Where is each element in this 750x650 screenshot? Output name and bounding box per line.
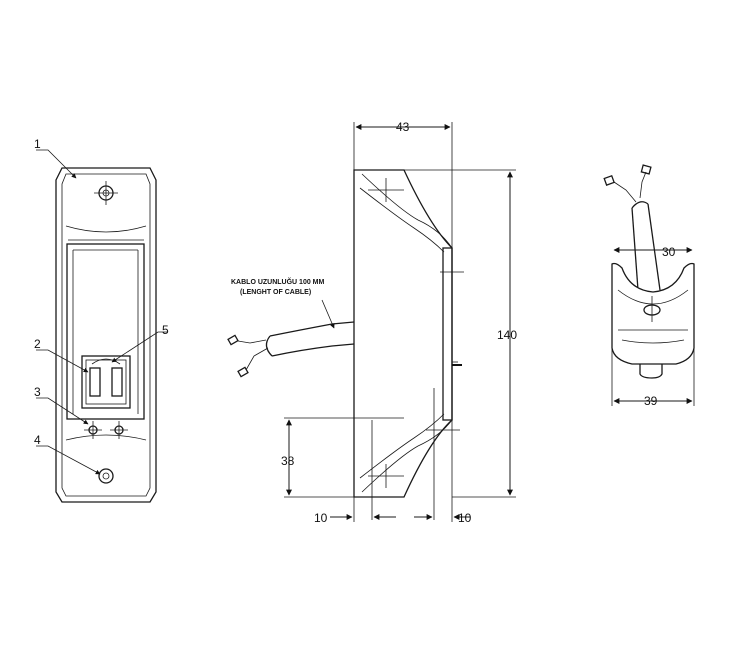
top-body	[611, 262, 695, 365]
side-bottom-curve-inner	[359, 413, 445, 479]
side-cable	[227, 321, 355, 378]
side-body-outline	[353, 169, 453, 498]
callout-leaders	[36, 149, 168, 475]
front-bottom-bevel	[65, 434, 147, 441]
cable-note-leader	[321, 299, 335, 329]
callout-5: 5	[162, 323, 169, 337]
dim-30-label: 30	[662, 245, 676, 259]
front-body-outline	[55, 167, 157, 503]
callout-3: 3	[34, 385, 41, 399]
top-screw-icon	[94, 181, 118, 205]
callout-4: 4	[34, 433, 41, 447]
side-top-curve	[361, 173, 453, 249]
front-top-bevel	[65, 225, 147, 233]
dim-140-label: 140	[497, 328, 517, 342]
cable-note-line-2: (LENGHT OF CABLE)	[240, 289, 311, 296]
front-view: 1 2 3 4 5	[34, 137, 169, 503]
callout-2: 2	[34, 337, 41, 351]
dim-38-label: 38	[281, 454, 295, 468]
front-window	[66, 243, 145, 420]
bottom-screw-icon	[98, 468, 114, 484]
side-bottom-curve	[361, 419, 453, 493]
side-back-plate	[442, 247, 453, 421]
top-clip-tab	[639, 364, 663, 379]
dim-10a-label: 10	[314, 511, 328, 525]
side-view: KABLO UZUNLUĞU 100 MM (LENGHT OF CABLE) …	[227, 120, 517, 525]
side-top-curve-inner	[359, 187, 445, 253]
callout-1: 1	[34, 137, 41, 151]
small-screws-icon	[84, 421, 128, 439]
front-body-inner-outline	[61, 173, 151, 497]
connector-socket	[81, 355, 131, 409]
top-view: 30 39	[603, 164, 695, 408]
dim-39-label: 39	[644, 394, 658, 408]
dim-43-label: 43	[396, 120, 410, 134]
top-body-lower-curve	[621, 339, 685, 344]
cable-note-line-1: KABLO UZUNLUĞU 100 MM	[231, 277, 325, 286]
dim-10b-label: 10	[458, 511, 472, 525]
top-body-curve	[617, 289, 689, 305]
